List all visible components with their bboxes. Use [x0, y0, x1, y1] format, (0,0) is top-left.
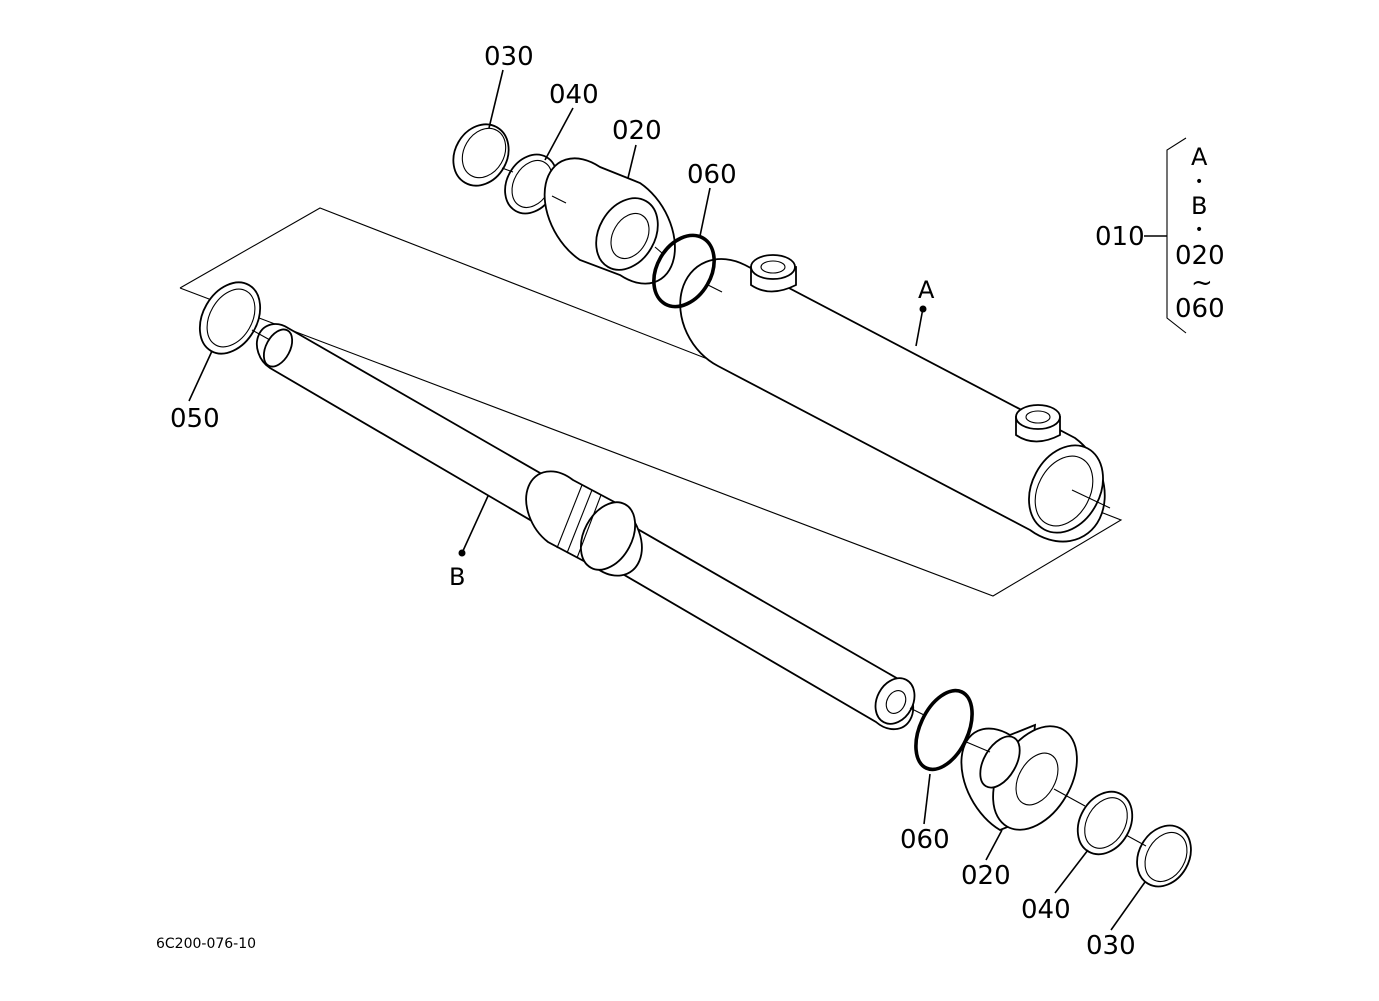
label-030-bottom: 030 [1086, 931, 1136, 961]
reference-dots [458, 305, 927, 557]
head-020-bottom [960, 723, 1078, 832]
piston-rod [255, 323, 916, 731]
legend-A: A [1191, 143, 1208, 171]
label-020-top: 020 [612, 116, 662, 146]
label-050: 050 [170, 404, 220, 434]
legend-tilde: ~ [1191, 268, 1213, 298]
ring-040-bottom [1076, 790, 1134, 856]
legend-range-from: 020 [1175, 241, 1225, 271]
label-060-top: 060 [687, 160, 737, 190]
cylinder-tube [679, 254, 1106, 543]
ring-050 [198, 281, 262, 355]
drawing-number: 6C200-076-10 [156, 936, 256, 952]
label-030-top: 030 [484, 42, 534, 72]
legend-B: B [1191, 192, 1207, 220]
legend-dot-1: • [1195, 174, 1203, 190]
label-060-bottom: 060 [900, 825, 950, 855]
head-020-top [543, 157, 676, 285]
label-B: B [449, 563, 465, 591]
legend-dot-2: • [1195, 222, 1203, 238]
assembly-outline [179, 207, 1123, 597]
label-040-top: 040 [549, 80, 599, 110]
seal-030-bottom [1136, 824, 1192, 888]
label-020-bottom: 020 [961, 861, 1011, 891]
label-A: A [918, 276, 935, 304]
legend-item-010: 010 [1095, 222, 1145, 252]
leader-lines [188, 69, 1187, 931]
label-040-bottom: 040 [1021, 895, 1071, 925]
axis-lines [251, 167, 1147, 847]
legend-range-to: 060 [1175, 294, 1225, 324]
o-ring-060-bottom [914, 688, 974, 772]
